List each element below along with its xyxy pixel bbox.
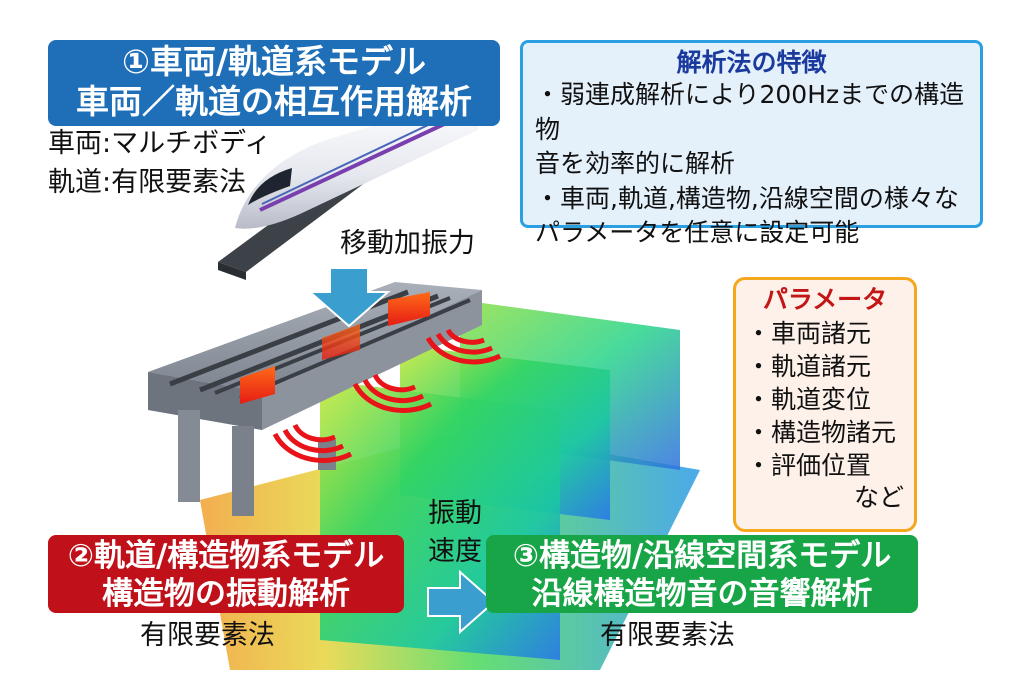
vehicle-method: 車両:マルチボディ: [48, 128, 272, 159]
model1-box: ①車両/軌道系モデル 車両／軌道の相互作用解析: [48, 40, 500, 126]
parameter-item: ・軌道変位: [746, 384, 872, 414]
viaduct-deck-side: [148, 372, 262, 430]
model2-title: ②軌道/構造物系モデル: [67, 538, 385, 574]
model2-subtitle: 構造物の振動解析: [102, 575, 350, 612]
vibration-velocity-arrow-icon: [427, 569, 496, 635]
model2-method: 有限要素法: [140, 620, 275, 651]
features-title: 解析法の特徴: [676, 48, 827, 77]
vibration-label-line1: 振動: [428, 498, 482, 529]
model3-method: 有限要素法: [600, 620, 735, 651]
model1-title: ①車両/軌道系モデル: [122, 42, 426, 81]
model3-box: ③構造物/沿線空間系モデル 沿線構造物音の音響解析: [486, 535, 918, 613]
sound-wave-icon: [272, 328, 502, 463]
vibration-label-line2: 速度: [428, 536, 482, 567]
model3-title: ③構造物/沿線空間系モデル: [512, 538, 892, 574]
features-line: パラメータを任意に設定可能: [535, 218, 860, 248]
track-method: 軌道:有限要素法: [48, 167, 247, 198]
parameters-title: パラメータ: [762, 285, 888, 314]
parameter-item: ・軌道諸元: [746, 351, 872, 381]
model2-box: ②軌道/構造物系モデル 構造物の振動解析: [48, 535, 404, 613]
model3-subtitle: 沿線構造物音の音響解析: [531, 575, 873, 612]
moving-force-arrow-icon: [307, 267, 391, 328]
model1-subtitle: 車両／軌道の相互作用解析: [76, 82, 472, 122]
parameter-item: ・車両諸元: [746, 318, 872, 348]
parameter-item: ・構造物諸元: [746, 417, 897, 447]
parameters-etc: など: [853, 482, 904, 512]
features-panel: 解析法の特徴 ・弱連成解析により200Hzまでの構造物 音を効率的に解析 ・車両…: [520, 40, 983, 247]
features-line: ・弱連成解析により200Hzまでの構造物: [535, 80, 965, 144]
parameters-panel: パラメータ ・車両諸元 ・軌道諸元 ・軌道変位 ・構造物諸元 ・評価位置 など: [733, 277, 917, 532]
features-line: 音を効率的に解析: [535, 149, 736, 179]
parameter-item: ・評価位置: [746, 450, 872, 480]
features-line: ・車両,軌道,構造物,沿線空間の様々な: [535, 183, 959, 213]
moving-force-label: 移動加振力: [340, 228, 475, 259]
